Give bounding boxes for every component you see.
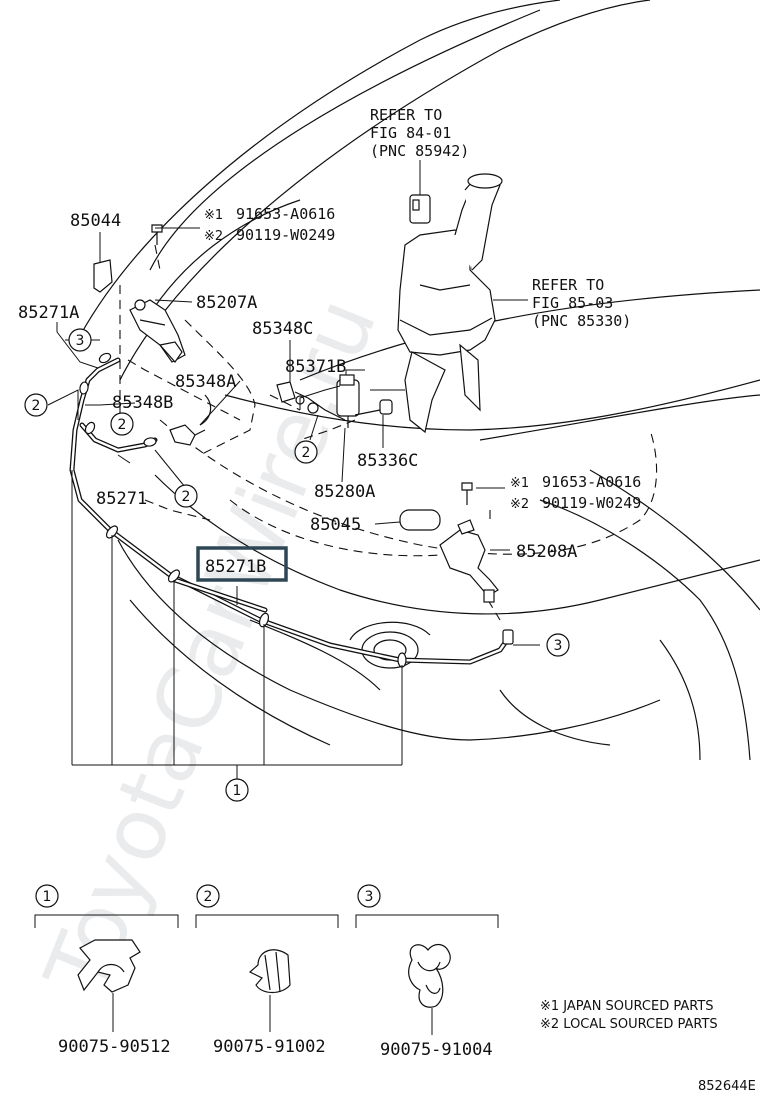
refer-tank-line2: FIG 84-01: [370, 124, 451, 142]
callout-2-left: 2: [24, 393, 48, 417]
label-85348C: 85348C: [252, 319, 313, 339]
label-85271A: 85271A: [18, 303, 79, 323]
labels: REFER TO FIG 84-01 (PNC 85942) REFER TO …: [18, 106, 641, 582]
legend-item-2: 2 90075-91002: [195, 884, 339, 1057]
highlight-box: [196, 546, 288, 582]
washer-tank: [370, 173, 503, 434]
refer-fig85-line2: FIG 85-03: [532, 294, 613, 312]
note-local-sourced: ※2 LOCAL SOURCED PARTS: [540, 1017, 718, 1032]
label-85045: 85045: [310, 515, 361, 535]
leader-lines: [47, 160, 540, 780]
nozzle-85208A: [439, 482, 499, 603]
svg-text:1: 1: [43, 889, 52, 905]
svg-text:2: 2: [204, 889, 213, 905]
label-85348B: 85348B: [112, 393, 173, 413]
svg-text:2: 2: [32, 398, 41, 414]
callout-3-top: 3: [68, 328, 92, 352]
label-85280A: 85280A: [314, 482, 375, 502]
clamp-legend: 1 90075-90512 2 90075-91002 3: [34, 884, 499, 1060]
refer-fig85-line1: REFER TO: [532, 276, 604, 294]
refer-tank-line3: (PNC 85942): [370, 142, 469, 160]
svg-text:2: 2: [182, 489, 191, 505]
legend-pn-2: 90075-91002: [213, 1037, 326, 1057]
label-85208A: 85208A: [516, 542, 577, 562]
label-85271: 85271: [96, 489, 147, 509]
car-body-outline: [74, 0, 760, 761]
label-85207A: 85207A: [196, 293, 257, 313]
callout-2-mid: 2: [110, 412, 134, 436]
label-85044: 85044: [70, 211, 121, 231]
callout-1-bracket: 1: [225, 778, 249, 802]
refer-tank-line1: REFER TO: [370, 106, 442, 124]
bolt-top-pn1: 91653-A0616: [236, 205, 335, 223]
label-85371B: 85371B: [285, 357, 346, 377]
svg-text:2: 2: [118, 417, 127, 433]
joint-parts: [169, 374, 393, 446]
svg-text:3: 3: [554, 638, 563, 654]
svg-text:3: 3: [365, 889, 374, 905]
cap-85045: [399, 509, 441, 531]
callout-2-valve: 2: [294, 440, 318, 464]
svg-text:2: 2: [302, 445, 311, 461]
refer-fig85-line3: (PNC 85330): [532, 312, 631, 330]
figure-id: 852644E: [698, 1079, 756, 1094]
svg-text:1: 1: [233, 783, 242, 799]
legend-item-1: 1 90075-90512: [34, 884, 179, 1057]
callouts: 3 2 2 2 2 3 1: [24, 328, 570, 802]
bolt-top-mark2: ※2: [204, 229, 223, 244]
hoses: [69, 352, 514, 668]
callout-3-right: 3: [546, 633, 570, 657]
legend-pn-3: 90075-91004: [380, 1040, 493, 1060]
bolt-right-mark2: ※2: [510, 497, 529, 512]
bolt-top-pn2: 90119-W0249: [236, 226, 335, 244]
bolt-top-mark1: ※1: [204, 208, 223, 223]
note-japan-sourced: ※1 JAPAN SOURCED PARTS: [540, 999, 714, 1014]
bolt-right-pn2: 90119-W0249: [542, 494, 641, 512]
legend-pn-1: 90075-90512: [58, 1037, 171, 1057]
callout-2-lower: 2: [174, 484, 198, 508]
nozzle-85207A: [129, 224, 186, 363]
legend-item-3: 3 90075-91004: [355, 884, 499, 1060]
bolt-right-pn1: 91653-A0616: [542, 473, 641, 491]
svg-text:3: 3: [76, 333, 85, 349]
label-85336C: 85336C: [357, 451, 418, 471]
label-85348A: 85348A: [175, 372, 236, 392]
label-85271B: 85271B: [205, 557, 266, 577]
bolt-right-mark1: ※1: [510, 476, 529, 491]
cap-85044: [93, 259, 113, 293]
